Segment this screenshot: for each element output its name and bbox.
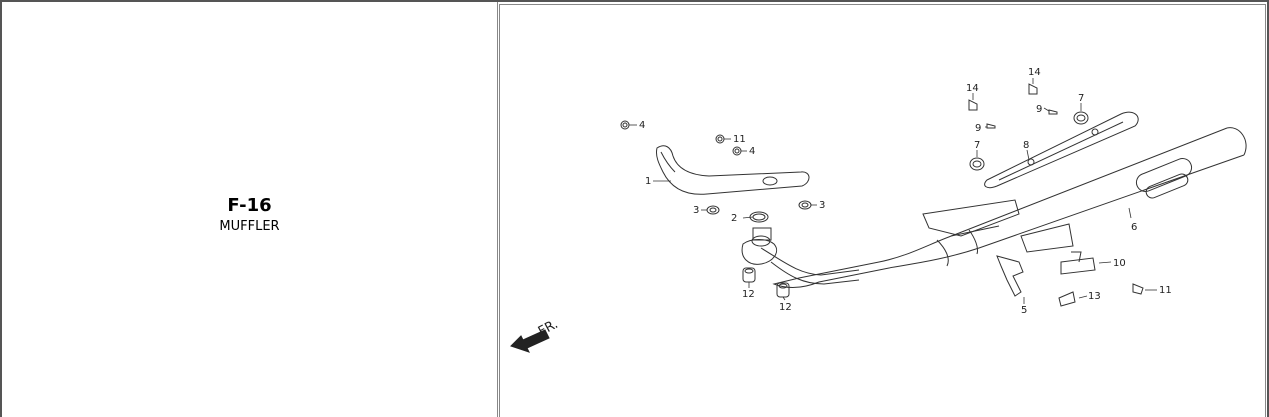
leader-lines [629,78,1157,304]
part-hardware [620,83,1144,307]
callout-label: 2 [731,213,737,224]
callout-label: 4 [639,120,645,131]
callout-label: 8 [1023,140,1029,151]
callout-label: 11 [733,134,746,145]
part-heat-guard [984,111,1139,189]
part-exhaust-pipe [741,227,860,285]
muffler-exploded-diagram: FR. 1 2 3 3 4 4 5 6 7 7 8 9 9 10 11 11 1… [510,67,1247,353]
callout-label: 9 [1036,104,1042,115]
callout-label: 12 [779,302,792,313]
callout-label: 14 [1028,67,1041,78]
callout-label: 14 [966,83,979,94]
callout-label: 7 [974,140,980,151]
section-title-cell: F-16 MUFFLER [2,2,498,417]
part-exhaust-bracket [656,145,810,195]
callout-label: 3 [693,205,699,216]
callout-label: 5 [1021,305,1027,316]
callout-label: 6 [1131,222,1137,233]
callout-labels: 1 2 3 3 4 4 5 6 7 7 8 9 9 10 11 11 12 12… [639,67,1172,316]
section-code: F-16 [227,195,272,216]
callout-label: 3 [819,200,825,211]
part-muffler [772,127,1247,289]
section-name: MUFFLER [219,219,280,234]
callout-label: 7 [1078,93,1084,104]
front-direction-arrow: FR. [510,317,561,353]
callout-label: 12 [742,289,755,300]
diagram-cell [499,4,1266,417]
callout-label: 11 [1159,285,1172,296]
callout-label: 9 [975,123,981,134]
callout-label: 4 [749,146,755,157]
callout-label: 10 [1113,258,1126,269]
callout-label: 13 [1088,291,1101,302]
callout-label: 1 [645,176,651,187]
